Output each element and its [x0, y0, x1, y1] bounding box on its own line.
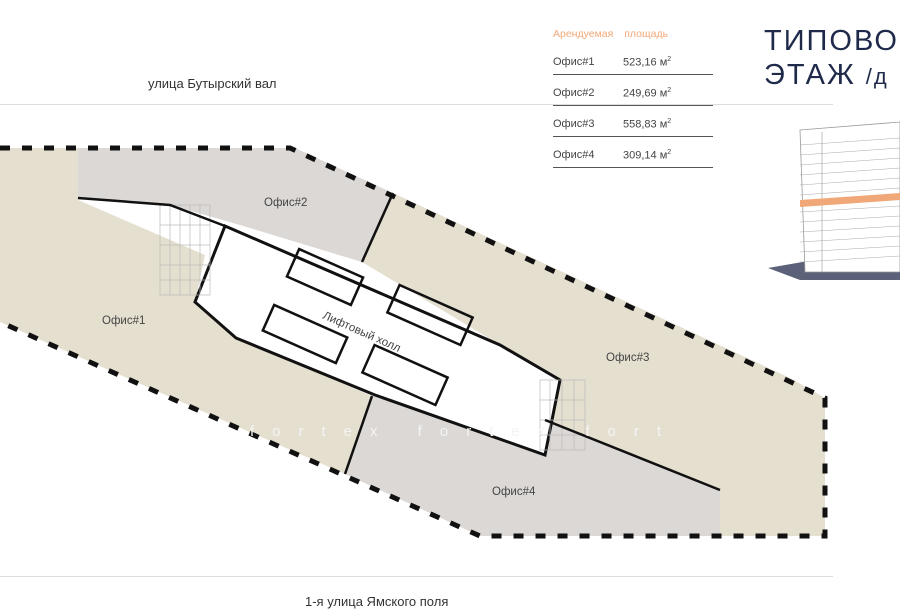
office-name: Офис#2	[553, 87, 595, 99]
table-row: Офис#2 249,69 м2	[553, 81, 713, 106]
divider-top	[0, 104, 833, 105]
inner-walls	[77, 192, 721, 492]
unit-sup: 2	[667, 86, 672, 94]
office-3-label: Офис#3	[606, 352, 649, 364]
stair-grid	[159, 204, 586, 451]
highlighted-floor	[800, 193, 900, 207]
office-1-label: Офис#1	[102, 315, 145, 327]
building-illustration	[768, 121, 900, 280]
table-row: Офис#1 523,16 м2	[553, 50, 713, 75]
title-line-1: ТИПОВО	[764, 25, 899, 57]
title-line-2: ЭТАЖ	[764, 59, 856, 91]
office-1-area[interactable]	[0, 148, 372, 474]
office-name: Офис#3	[553, 118, 595, 130]
office-area: 558,83 м	[623, 118, 668, 131]
title-line-2-suffix: /д	[865, 64, 889, 89]
divider-bottom	[0, 576, 833, 577]
office-2-label: Офис#2	[264, 197, 307, 209]
elevator-core	[193, 224, 562, 457]
unit-sup: 2	[667, 117, 672, 125]
office-2-area[interactable]	[78, 148, 393, 262]
office-3-area[interactable]	[362, 193, 825, 536]
page-title: ТИПОВО ЭТАЖ /д	[764, 24, 899, 94]
office-area: 523,16 м	[623, 56, 668, 69]
table-row: Офис#3 558,83 м2	[553, 112, 713, 137]
facade-outline	[0, 145, 828, 539]
watermark: fortex fortex fort	[250, 423, 679, 440]
office-area: 309,14 м	[623, 149, 668, 162]
unit-sup: 2	[667, 148, 672, 156]
unit-sup: 2	[667, 55, 672, 63]
office-4-area[interactable]	[345, 396, 720, 536]
table-row: Офис#4 309,14 м2	[553, 143, 713, 168]
street-label-top: улица Бутырский вал	[148, 76, 277, 91]
office-name: Офис#1	[553, 56, 595, 68]
office-area: 249,69 м	[623, 87, 668, 100]
office-4-label: Офис#4	[492, 486, 536, 498]
area-table-header: Арендуемая площадь	[553, 28, 669, 40]
office-name: Офис#4	[553, 149, 595, 161]
